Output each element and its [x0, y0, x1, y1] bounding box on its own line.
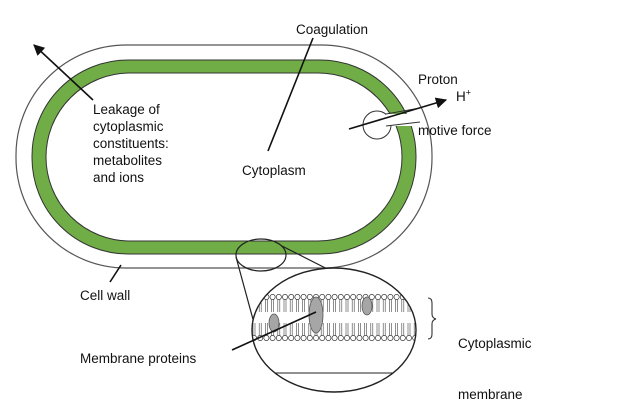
- lipid-head: [313, 335, 319, 341]
- lipid-head: [344, 335, 350, 341]
- lipid-head: [257, 294, 264, 300]
- lipid-head: [393, 335, 400, 341]
- lipid-head: [387, 294, 394, 300]
- proton-motive-force-label: Proton motive force: [418, 37, 492, 156]
- lipid-head: [350, 294, 357, 300]
- lipid-head: [275, 335, 282, 341]
- lipid-head: [381, 335, 388, 341]
- lipid-head: [269, 294, 276, 300]
- leakage-arrow: [33, 44, 94, 101]
- lipid-head: [362, 335, 369, 341]
- cell-wall-label: Cell wall: [80, 288, 131, 303]
- lipid-head: [282, 294, 288, 300]
- coagulation-pointer: [267, 37, 314, 152]
- lipid-head: [368, 294, 375, 300]
- lipid-head: [393, 294, 400, 300]
- membrane-proteins-label: Membrane proteins: [80, 351, 197, 366]
- lipid-head: [356, 294, 363, 300]
- lipid-head: [269, 335, 276, 341]
- cytoplasmic-membrane-label: Cytoplasmic membrane: [458, 301, 532, 420]
- lipid-head: [252, 294, 257, 300]
- lipid-head: [325, 294, 332, 300]
- lipid-head: [356, 335, 363, 341]
- lipid-head: [399, 335, 406, 341]
- zoom-ellipse-outline: [251, 267, 417, 393]
- lipid-head: [387, 335, 394, 341]
- lipid-head: [406, 294, 412, 300]
- zoom-source-ellipse: [235, 238, 287, 272]
- coagulation-label: Coagulation: [296, 22, 369, 37]
- lipid-head: [288, 335, 295, 341]
- lipid-head: [337, 294, 344, 300]
- lipid-head: [331, 335, 338, 341]
- cell-wall-pointer: [109, 264, 122, 283]
- proton-motive-force-line2: motive force: [418, 123, 492, 138]
- membrane-proteins-pointer: [231, 311, 317, 351]
- cytoplasm-area: [45, 72, 403, 242]
- lipid-head: [375, 294, 381, 300]
- lipid-head: [300, 294, 307, 300]
- lipid-head: [306, 294, 313, 300]
- lipid-head: [344, 294, 350, 300]
- lipid-head: [412, 294, 416, 300]
- lipid-head: [294, 335, 301, 341]
- lipid-head: [319, 294, 326, 300]
- membrane-protein: [268, 313, 280, 333]
- lipid-head: [300, 335, 307, 341]
- cytoplasmic-membrane-line2: membrane: [458, 387, 523, 402]
- membrane-protein: [361, 296, 373, 316]
- lipid-head: [381, 294, 388, 300]
- lipid-head: [325, 335, 332, 341]
- cytoplasm-label: Cytoplasm: [242, 163, 306, 178]
- lipid-head: [319, 335, 326, 341]
- lipid-head: [406, 335, 412, 341]
- membrane-bracket: [427, 297, 437, 340]
- proton-symbol: H: [456, 89, 466, 104]
- bacterial-cell-diagram: [15, 37, 448, 393]
- lipid-head: [368, 335, 375, 341]
- lipid-head: [263, 335, 270, 341]
- proton-arrow: [348, 97, 448, 130]
- proton-motive-force-line1: Proton: [418, 72, 458, 87]
- leakage-label: Leakage of cytoplasmic constituents: met…: [93, 102, 169, 185]
- zoomed-membrane: [252, 268, 416, 392]
- proton-charge: +: [465, 87, 472, 98]
- lipid-head: [375, 335, 381, 341]
- lipid-head: [275, 294, 282, 300]
- lipid-head: [282, 335, 288, 341]
- cytoplasmic-membrane-line1: Cytoplasmic: [458, 336, 532, 351]
- proton-label: H+: [456, 88, 471, 105]
- lipid-head: [294, 294, 301, 300]
- lipid-head: [288, 294, 295, 300]
- lipid-head: [337, 335, 344, 341]
- lipid-head: [331, 294, 338, 300]
- lipid-head: [306, 335, 313, 341]
- lipid-head: [350, 335, 357, 341]
